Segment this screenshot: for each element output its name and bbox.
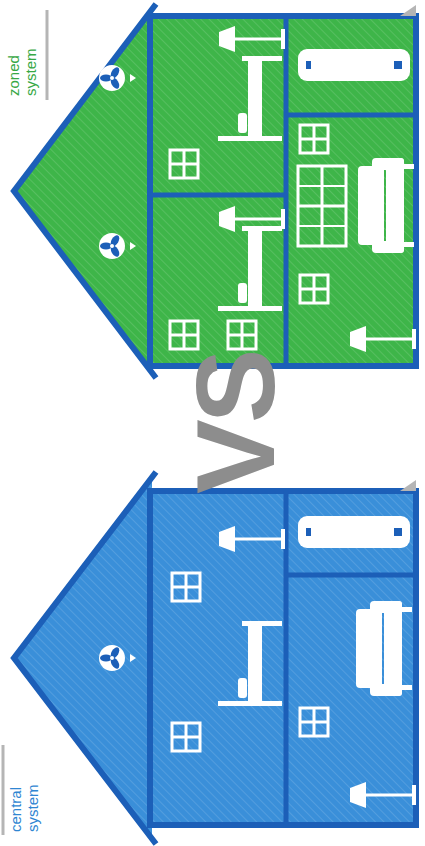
- system-label: central system: [8, 770, 41, 832]
- system-label: zoned system: [6, 34, 39, 96]
- system-label-text: central system: [8, 770, 41, 832]
- zoned-house: [12, 4, 416, 378]
- central-house: [12, 472, 416, 844]
- versus-label: VS: [180, 353, 292, 494]
- system-label-text: zoned system: [6, 34, 39, 96]
- versus-text: VS: [180, 353, 292, 494]
